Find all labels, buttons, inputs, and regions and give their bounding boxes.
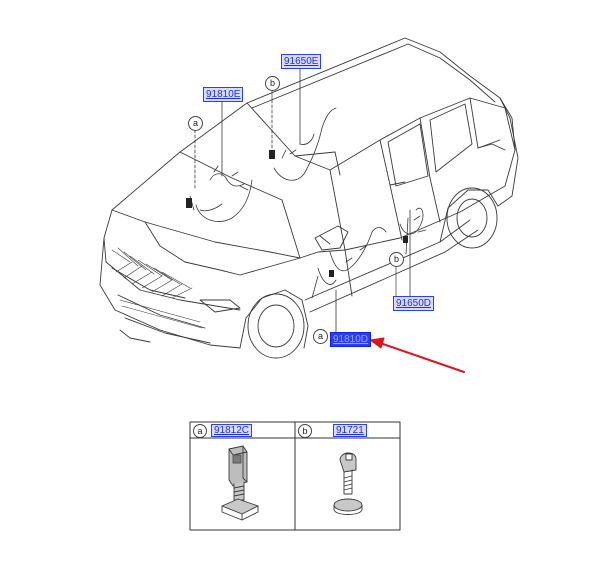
wiring-harness-windshield — [186, 99, 253, 222]
inset-tag-a: a — [193, 424, 207, 438]
inset-tag-b: b — [298, 424, 312, 438]
leader-lines — [194, 63, 397, 333]
part-label-91812c[interactable]: 91812C — [211, 424, 253, 437]
part-label-91810e[interactable]: 91810E — [203, 87, 244, 102]
callout-a-front-door: a — [313, 329, 328, 344]
part-label-91650d[interactable]: 91650D — [393, 296, 435, 311]
part-label-91810d[interactable]: 91810D — [330, 332, 372, 347]
wiring-harness-rear-door — [399, 207, 427, 297]
car-body-outline — [99, 37, 519, 359]
part-label-91721[interactable]: 91721 — [333, 424, 367, 437]
fastener-clip-drawing — [221, 445, 259, 521]
wiring-harness-front-door — [311, 227, 387, 331]
part-label-91650e[interactable]: 91650E — [281, 54, 322, 69]
callout-b-rear-door: b — [389, 252, 404, 267]
pointer-arrow — [369, 337, 465, 373]
wiring-harness-roof — [269, 66, 337, 181]
detail-inset-box — [189, 421, 401, 531]
callout-b-roof: b — [265, 76, 280, 91]
callout-a-windshield: a — [188, 116, 203, 131]
fastener-pin-drawing — [333, 452, 363, 515]
